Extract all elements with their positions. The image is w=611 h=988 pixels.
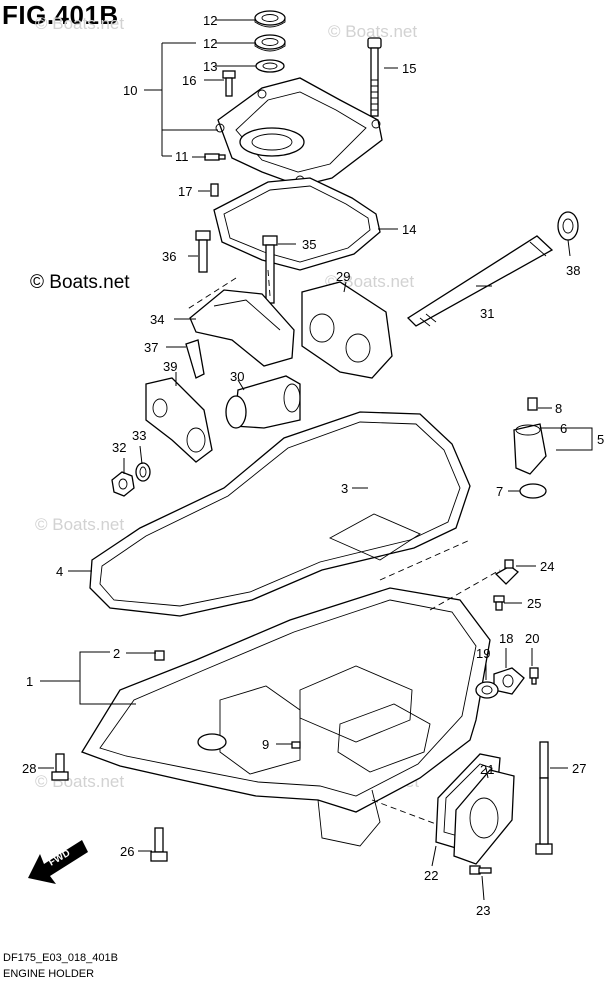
guide-line	[371, 799, 437, 825]
callout-29: 29	[336, 269, 350, 284]
washer-part	[557, 211, 579, 241]
callout-numbers: 12 12 13 16 10 15 11 17 14 36 35 29 38 3…	[22, 13, 604, 918]
bolt-part	[529, 667, 539, 685]
callout-24: 24	[540, 559, 554, 574]
fwd-arrow-icon	[28, 840, 88, 884]
dowel-pin-part	[210, 183, 219, 197]
callout-22: 22	[424, 868, 438, 883]
callout-26: 26	[120, 844, 134, 859]
bracket-part	[145, 377, 213, 463]
callout-2: 2	[113, 646, 120, 661]
nut-part	[111, 471, 135, 497]
leader-lines	[38, 19, 593, 901]
diagram-code: DF175_E03_018_401B	[3, 952, 118, 964]
callout-1: 1	[26, 674, 33, 689]
callout-25: 25	[527, 596, 541, 611]
long-bolt-part	[367, 37, 382, 117]
callout-20: 20	[525, 631, 539, 646]
callout-31: 31	[480, 306, 494, 321]
callout-4: 4	[56, 564, 63, 579]
callout-12: 12	[203, 36, 217, 51]
o-ring-part	[519, 483, 547, 499]
shaft-bolt-part	[406, 235, 554, 327]
bolt-part	[150, 827, 168, 862]
guide-line	[429, 569, 501, 611]
oil-seal-part	[254, 10, 286, 28]
callout-27: 27	[572, 761, 586, 776]
callout-15: 15	[402, 61, 416, 76]
guide-line	[379, 539, 471, 581]
callout-28: 28	[22, 761, 36, 776]
copyright-notice: © Boats.net	[30, 272, 130, 293]
upper-cover-part	[215, 77, 383, 187]
bolt-part	[535, 741, 553, 855]
callout-3: 3	[341, 481, 348, 496]
figure-title: FIG.401B	[2, 0, 119, 30]
callout-13: 13	[203, 59, 217, 74]
oil-seal-part	[254, 34, 286, 52]
callout-30: 30	[230, 369, 244, 384]
oil-pan-gasket-part	[89, 411, 471, 617]
callout-7: 7	[496, 484, 503, 499]
gasket-small-part	[475, 681, 499, 699]
washer-part	[135, 462, 151, 482]
side-cover-part	[453, 769, 515, 865]
oil-pan-part	[81, 587, 491, 847]
callout-37: 37	[144, 340, 158, 355]
bolt-part	[469, 865, 492, 875]
callout-33: 33	[132, 428, 146, 443]
engine-mount-part	[301, 281, 393, 379]
callout-9: 9	[262, 737, 269, 752]
callout-11: 11	[175, 149, 189, 164]
callout-38: 38	[566, 263, 580, 278]
callout-12: 12	[203, 13, 217, 28]
clamp-part	[189, 289, 295, 367]
plug-part	[291, 741, 301, 749]
bolt-part	[222, 70, 236, 97]
screw-part	[204, 153, 226, 161]
bolt-part	[195, 230, 211, 273]
callout-21: 21	[480, 762, 494, 777]
callout-39: 39	[163, 359, 177, 374]
callout-36: 36	[162, 249, 176, 264]
watermark: © Boats.net	[328, 22, 418, 41]
callout-5: 5	[597, 432, 604, 447]
hose-fitting-part	[513, 397, 547, 475]
bracket-part	[185, 339, 205, 379]
callout-34: 34	[150, 312, 164, 327]
callout-19: 19	[476, 646, 490, 661]
drain-plug-part	[154, 650, 165, 661]
rubber-bushing-part	[225, 375, 301, 429]
gasket-part	[213, 177, 381, 271]
callout-6: 6	[560, 421, 567, 436]
bolt-part	[493, 595, 505, 611]
watermark: © Boats.net	[35, 14, 125, 33]
callout-32: 32	[112, 440, 126, 455]
callout-18: 18	[499, 631, 513, 646]
callout-23: 23	[476, 903, 490, 918]
bolt-part	[51, 753, 69, 781]
callout-17: 17	[178, 184, 192, 199]
callout-10: 10	[123, 83, 137, 98]
sensor-part	[494, 559, 519, 585]
diagram-name: ENGINE HOLDER	[3, 968, 95, 980]
callout-8: 8	[555, 401, 562, 416]
guide-line	[267, 269, 271, 297]
washer-part	[255, 59, 285, 73]
callout-16: 16	[182, 73, 196, 88]
callout-35: 35	[302, 237, 316, 252]
watermark: © Boats.net	[35, 515, 125, 534]
callout-14: 14	[402, 222, 416, 237]
